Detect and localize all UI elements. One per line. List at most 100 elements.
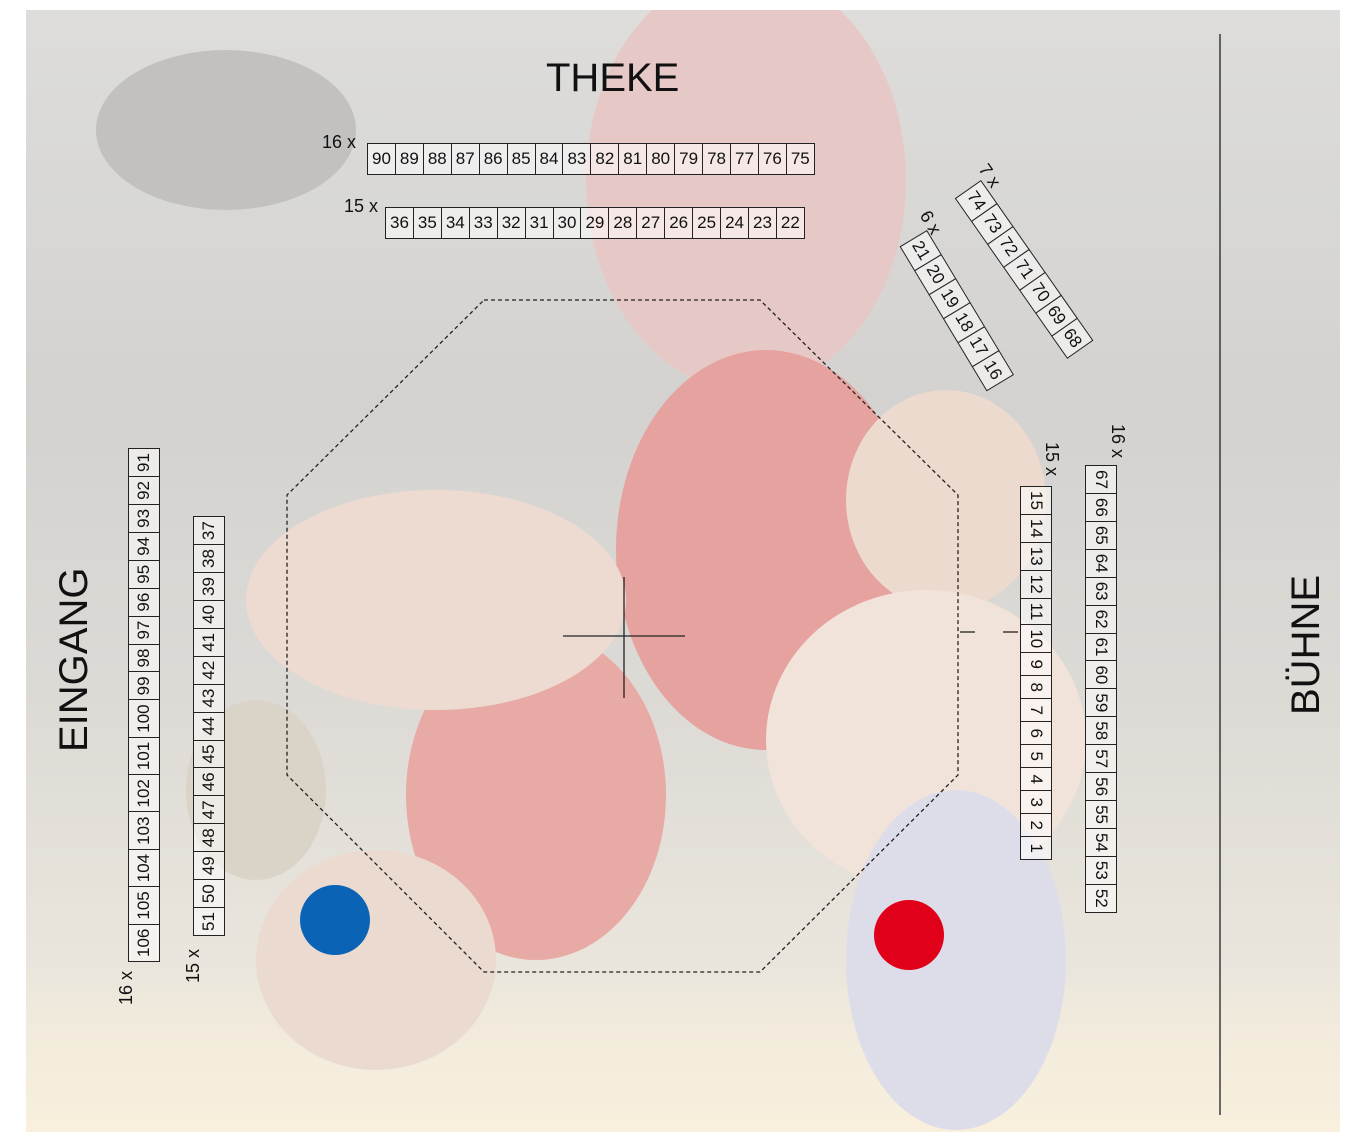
seat-cell: 31 [525,207,554,239]
seat-cell: 91 [128,448,160,477]
seat-cell: 103 [128,812,160,850]
seat-cell: 53 [1085,856,1117,885]
seat-cell: 77 [730,143,759,175]
seat-cell: 2 [1020,813,1052,837]
row-count-label: 16 x [116,971,137,1005]
seat-cell: 43 [193,684,225,713]
seat-cell: 15 [1020,486,1052,515]
seat-cell: 102 [128,774,160,812]
red-corner-marker [874,900,944,970]
seat-cell: 96 [128,588,160,617]
seat-cell: 87 [451,143,480,175]
seat-cell: 30 [553,207,582,239]
seat-cell: 4 [1020,767,1052,791]
seat-cell: 66 [1085,493,1117,522]
label-eingang: EINGANG [52,568,97,752]
seat-cell: 10 [1020,624,1052,653]
seat-cell: 100 [128,699,160,737]
seat-cell: 3 [1020,790,1052,814]
seat-cell: 92 [128,476,160,505]
seat-cell: 27 [636,207,665,239]
seat-cell: 54 [1085,828,1117,857]
seat-cell: 59 [1085,688,1117,717]
seat-cell: 32 [497,207,526,239]
seat-cell: 98 [128,644,160,673]
seat-cell: 78 [702,143,731,175]
seat-cell: 75 [786,143,815,175]
seat-cell: 14 [1020,514,1052,543]
seat-cell: 24 [720,207,749,239]
seat-cell: 84 [535,143,564,175]
seat-cell: 55 [1085,800,1117,829]
seat-cell: 93 [128,504,160,533]
seat-cell: 33 [469,207,498,239]
seat-cell: 80 [646,143,675,175]
seat-cell: 5 [1020,744,1052,768]
seat-cell: 106 [128,924,160,962]
seat-cell: 51 [193,907,225,936]
seat-cell: 38 [193,544,225,573]
seat-cell: 13 [1020,542,1052,571]
seat-cell: 26 [664,207,693,239]
seat-cell: 105 [128,886,160,924]
seat-cell: 35 [413,207,442,239]
seat-cell: 48 [193,823,225,852]
seat-cell: 76 [758,143,787,175]
seat-cell: 34 [441,207,470,239]
seat-cell: 11 [1020,598,1052,626]
seat-cell: 46 [193,767,225,796]
seat-cell: 56 [1085,772,1117,801]
row-count-label: 15 x [183,949,204,983]
seat-cell: 44 [193,712,225,741]
seat-cell: 49 [193,851,225,880]
seat-cell: 101 [128,737,160,775]
label-buehne: BÜHNE [1284,575,1329,715]
seat-cell: 81 [618,143,647,175]
seat-cell: 99 [128,671,160,700]
seat-cell: 83 [562,143,591,175]
row-count-label: 15 x [1041,442,1062,476]
seat-cell: 22 [776,207,805,239]
seat-cell: 58 [1085,716,1117,745]
seat-cell: 9 [1020,652,1052,676]
seat-cell: 63 [1085,577,1117,606]
seat-cell: 12 [1020,570,1052,599]
seat-row-75-90: 90898887868584838281807978777675 [367,143,815,175]
seat-cell: 61 [1085,633,1117,662]
seat-row-1-15: 151413121110987654321 [1020,486,1052,860]
seat-cell: 62 [1085,605,1117,634]
seat-cell: 29 [580,207,609,239]
seat-cell: 23 [748,207,777,239]
seat-cell: 36 [385,207,414,239]
seat-cell: 89 [395,143,424,175]
seat-cell: 79 [674,143,703,175]
seat-cell: 64 [1085,549,1117,578]
seat-cell: 45 [193,740,225,769]
seat-cell: 8 [1020,675,1052,699]
seat-cell: 28 [608,207,637,239]
seat-cell: 104 [128,849,160,887]
seat-cell: 42 [193,656,225,685]
seat-cell: 41 [193,628,225,657]
seat-cell: 67 [1085,465,1117,494]
seat-cell: 57 [1085,744,1117,773]
seat-cell: 1 [1020,836,1052,860]
seat-cell: 82 [590,143,619,175]
seat-cell: 40 [193,600,225,629]
seat-cell: 90 [367,143,396,175]
seat-cell: 37 [193,516,225,545]
seat-cell: 86 [479,143,508,175]
seat-cell: 95 [128,560,160,589]
seat-cell: 88 [423,143,452,175]
row-count-label: 16 x [1107,424,1128,458]
seat-cell: 50 [193,879,225,908]
row-count-label: 15 x [344,196,378,217]
seat-cell: 52 [1085,884,1117,913]
seat-cell: 47 [193,795,225,824]
seat-cell: 39 [193,572,225,601]
